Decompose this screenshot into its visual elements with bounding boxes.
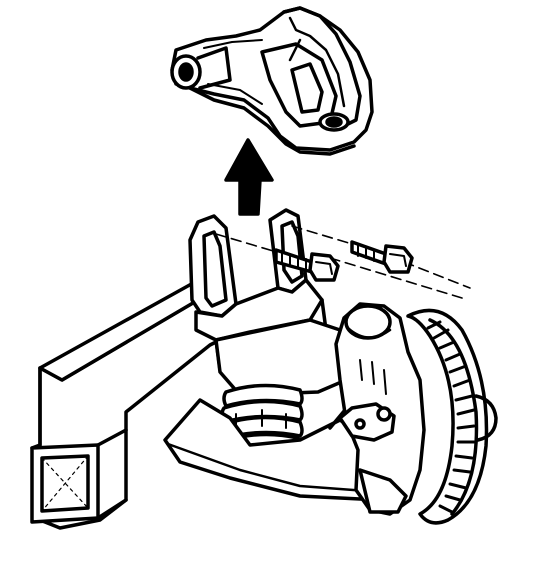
upper-control-arm (170, 6, 374, 156)
steering-knuckle (334, 302, 426, 516)
frame-crossmember (30, 280, 234, 530)
removal-arrow (224, 138, 274, 216)
brake-rotor (406, 308, 498, 525)
mounting-bolt-rear (350, 240, 414, 274)
mounting-bolt-front (274, 248, 340, 282)
bolt-alignment-lines (215, 225, 471, 299)
